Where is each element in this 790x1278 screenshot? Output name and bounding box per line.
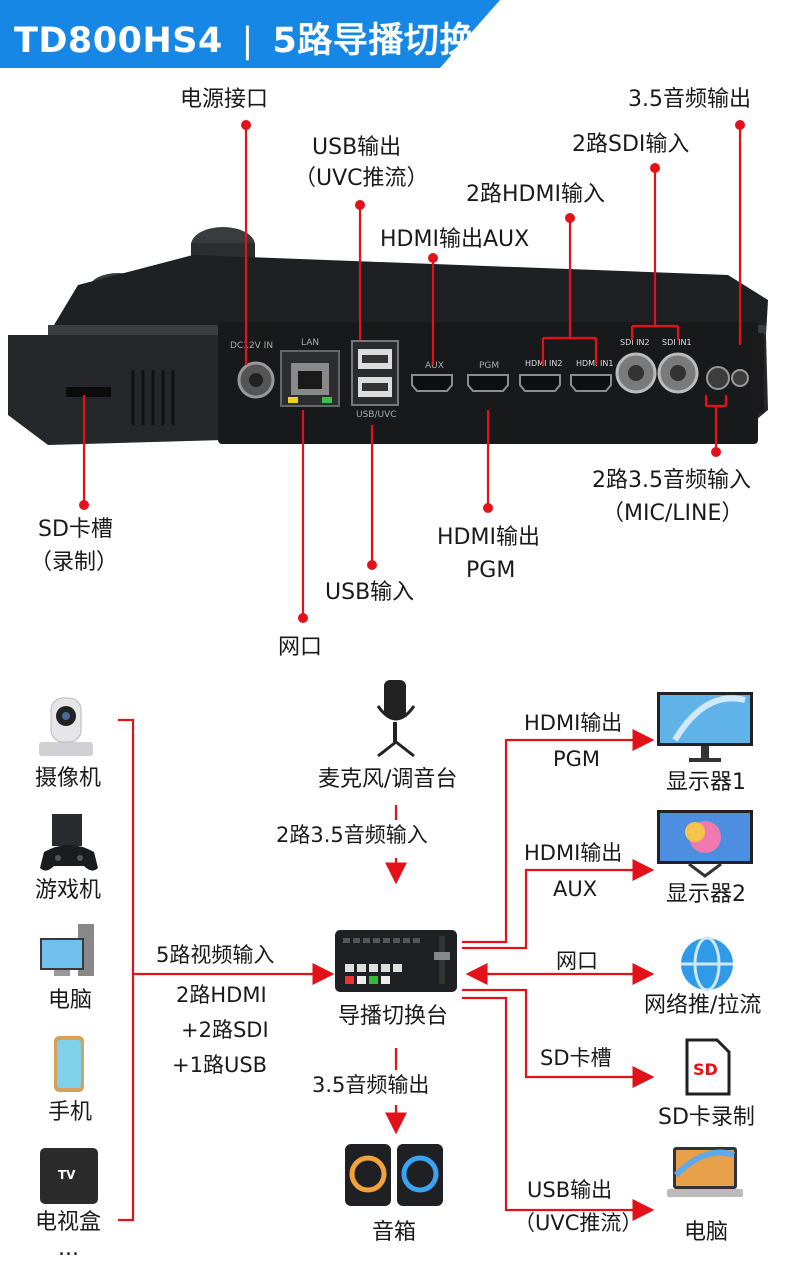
callout-wires: [79, 120, 745, 623]
port-label-dc: DC12V IN: [230, 341, 273, 351]
callout-hdmi-out-pgm: HDMI输出: [437, 525, 540, 550]
globe-icon: [681, 936, 733, 992]
callout-hdmi-out-aux: HDMI输出AUX: [380, 227, 530, 252]
source-camera-label: 摄像机: [35, 766, 102, 791]
lan-port: [280, 350, 340, 407]
hdmi-in2-port: [519, 374, 561, 392]
switcher-icon: [335, 930, 457, 992]
port-label-usb: USB/UVC: [356, 410, 397, 420]
output-monitor2-label: 显示器2: [666, 882, 746, 907]
connection-wires: [118, 718, 655, 1222]
port-label-pgm: PGM: [479, 361, 499, 371]
callout-usb-in: USB输入: [325, 580, 415, 605]
hdmi-pgm-port: [467, 374, 509, 392]
port-label-sdi1: SDI IN1: [662, 338, 692, 347]
hdmi-aux-port: [411, 374, 453, 392]
smartphone-icon: [54, 1036, 84, 1092]
video-input-sdi: +2路SDI: [181, 1018, 269, 1042]
source-tvbox-label: 电视盒: [35, 1210, 102, 1235]
output-sd-label: SD卡录制: [658, 1105, 755, 1130]
source-console-label: 游戏机: [35, 878, 102, 903]
model-name: TD800HS4: [14, 21, 223, 61]
output-monitor1-flow-pgm: PGM: [553, 747, 601, 771]
ptz-camera-icon: [39, 697, 93, 756]
port-label-aux: AUX: [425, 361, 444, 371]
speaker-label: 音箱: [372, 1220, 417, 1245]
monitor-icon: [657, 810, 753, 878]
laptop-icon: [667, 1147, 743, 1197]
video-input-usb: +1路USB: [172, 1053, 268, 1077]
source-computer-label: 电脑: [48, 988, 93, 1013]
switcher-label: 导播切换台: [338, 1004, 449, 1029]
callout-sd-slot: SD卡槽: [38, 517, 113, 542]
callout-power: 电源接口: [180, 87, 269, 112]
output-sd-flow: SD卡槽: [540, 1046, 612, 1070]
speaker-icon: [345, 1144, 443, 1206]
callout-lan: 网口: [278, 635, 323, 660]
mic-label: 麦克风/调音台: [318, 767, 458, 792]
tv-box-icon: TV: [40, 1148, 98, 1204]
port-label-lan: LAN: [301, 338, 319, 348]
output-monitor2-flow: HDMI输出: [524, 841, 623, 865]
port-label-sdi2: SDI IN2: [620, 338, 650, 347]
tv-box-text: TV: [58, 1168, 76, 1182]
microphone-icon: [376, 680, 416, 758]
device-rear-panel: DC12V IN LAN USB/UVC AUX PGM HDMI IN2 HD…: [8, 227, 768, 445]
product-subtitle: 5路导播切换台: [272, 21, 511, 61]
output-monitor1-flow: HDMI输出: [524, 711, 623, 735]
title-separator: |: [241, 21, 254, 61]
speaker-flow-label: 3.5音频输出: [312, 1073, 430, 1097]
header-banner: [0, 0, 500, 68]
callout-audio-out: 3.5音频输出: [628, 87, 751, 112]
monitor-icon: [657, 692, 753, 762]
audio-out-port: [731, 369, 749, 387]
output-network-label: 网络推/拉流: [644, 993, 762, 1018]
source-phone-label: 手机: [48, 1100, 93, 1125]
video-input-title: 5路视频输入: [156, 943, 275, 967]
output-network-flow: 网口: [556, 949, 598, 973]
callout-usb-out: USB输出: [312, 135, 402, 160]
callout-audio-in-mic-line: （MIC/LINE）: [602, 501, 744, 526]
port-label-hdmi1: HDMI IN1: [576, 359, 613, 368]
callout-hdmi-in: 2路HDMI输入: [466, 182, 605, 207]
callout-pgm: PGM: [466, 558, 516, 583]
page-title: TD800HS4 | 5路导播切换台: [14, 12, 510, 63]
output-usb-flow: USB输出: [527, 1178, 613, 1202]
output-monitor1-label: 显示器1: [666, 770, 746, 795]
source-more: ...: [58, 1236, 79, 1261]
callout-usb-out-uvc: （UVC推流）: [294, 166, 429, 191]
mic-flow-label: 2路3.5音频输入: [276, 823, 428, 847]
callout-sd-slot-record: （录制）: [30, 550, 119, 575]
audio-in-port: [706, 366, 730, 390]
output-monitor2-flow-aux: AUX: [553, 877, 598, 901]
desktop-computer-icon: [40, 924, 94, 976]
callout-audio-in: 2路3.5音频输入: [592, 468, 751, 493]
output-laptop-label: 电脑: [684, 1220, 729, 1245]
video-input-hdmi: 2路HDMI: [176, 983, 267, 1007]
sd-card-icon: SD: [685, 1038, 731, 1096]
callout-sdi-in: 2路SDI输入: [572, 132, 690, 157]
sdi-ports: [615, 352, 699, 394]
sd-card-badge: SD: [693, 1060, 718, 1079]
output-usb-flow-uvc: （UVC推流）: [514, 1211, 643, 1235]
sd-slot-port: [66, 387, 111, 397]
hdmi-in1-port: [570, 374, 612, 392]
game-console-icon: [40, 814, 98, 871]
